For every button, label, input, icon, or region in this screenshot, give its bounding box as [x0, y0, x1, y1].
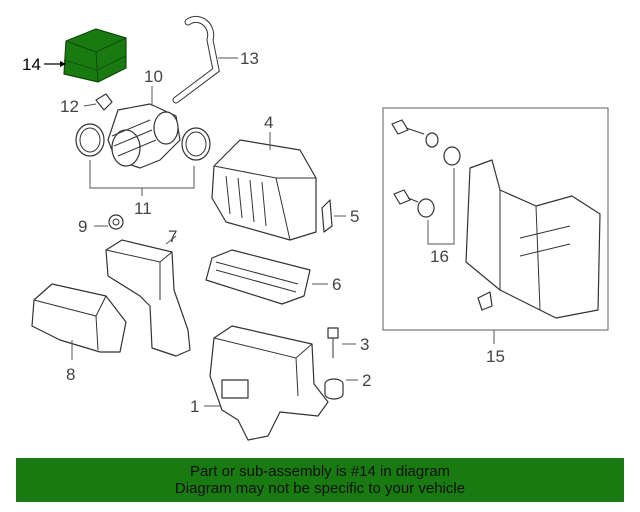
part-2-grommet	[324, 378, 344, 400]
callout-14: 14	[22, 55, 41, 74]
callout-15: 15	[486, 347, 505, 366]
part-4-cleaner-cover	[211, 139, 317, 241]
part-16-hardware	[391, 119, 461, 218]
part-9-bolt	[108, 214, 124, 230]
banner-line-2: Diagram may not be specific to your vehi…	[174, 480, 466, 497]
callout-10: 10	[144, 67, 163, 86]
part-1-cleaner-body	[209, 325, 329, 441]
info-banner: Part or sub-assembly is #14 in diagram D…	[16, 458, 624, 502]
callout-7: 7	[168, 227, 177, 246]
inset-box	[382, 107, 609, 331]
part-12-clip	[95, 93, 113, 111]
callout-4: 4	[264, 113, 273, 132]
part-8-cover	[31, 283, 127, 353]
callout-11: 11	[134, 199, 152, 218]
callout-8: 8	[66, 365, 75, 384]
part-15-resonator	[465, 159, 601, 319]
banner-line-1: Part or sub-assembly is #14 in diagram	[189, 463, 451, 480]
parts-diagram: 14 13 10 12 11 4 5	[22, 15, 609, 441]
callout-5: 5	[350, 207, 359, 226]
part-10-intake-duct	[107, 103, 181, 169]
callout-13: 13	[240, 49, 259, 68]
part-11-clamps	[75, 123, 211, 161]
callout-6: 6	[332, 275, 341, 294]
callout-16: 16	[430, 247, 449, 266]
callout-2: 2	[362, 371, 371, 390]
callout-1: 1	[190, 397, 199, 416]
callout-3: 3	[360, 335, 369, 354]
part-5-bracket	[321, 199, 333, 233]
part-13-hose	[172, 15, 220, 104]
part-7-duct	[105, 239, 191, 357]
part-14-cover[interactable]	[63, 28, 127, 83]
callout-9: 9	[78, 217, 87, 236]
callout-12: 12	[60, 97, 79, 116]
part-6-filter	[205, 249, 311, 305]
part-3-bolt	[327, 327, 339, 358]
